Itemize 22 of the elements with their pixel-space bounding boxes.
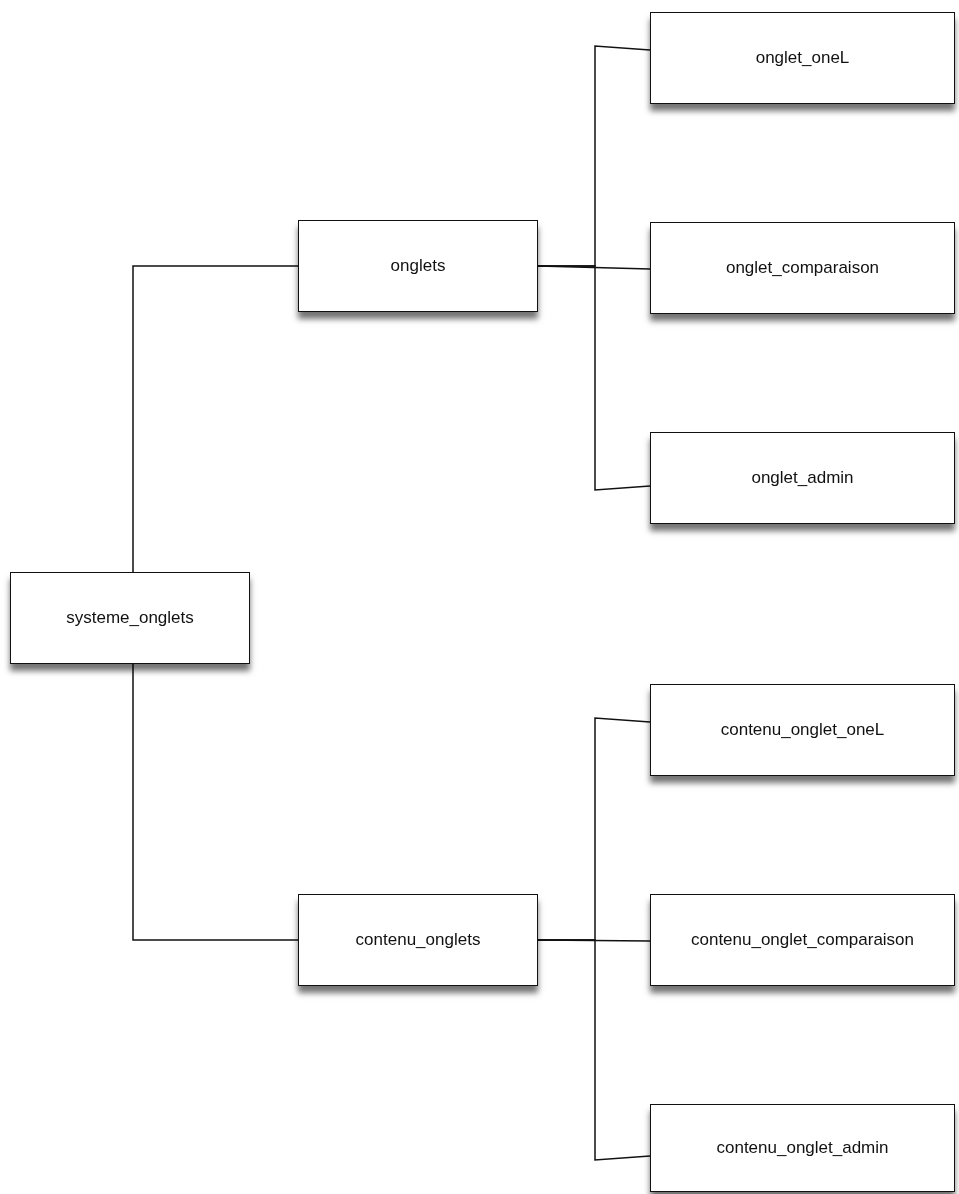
tree-box — [650, 1104, 955, 1192]
tree-box — [650, 12, 955, 104]
node-label: contenu_onglet_admin — [716, 1137, 889, 1159]
tree-box — [298, 894, 538, 986]
node-label: onglet_comparaison — [725, 257, 880, 279]
tree-box — [10, 572, 250, 664]
tree-box — [650, 432, 955, 524]
connector-line — [132, 663, 299, 941]
node-label: systeme_onglets — [66, 607, 194, 629]
tree-box — [650, 894, 955, 986]
node-label: onglet_oneL — [755, 47, 850, 69]
node-label: contenu_onglet_comparaison — [690, 929, 915, 951]
connector-line — [537, 939, 651, 1161]
node-label: onglets — [390, 255, 446, 277]
node-label: onglet_admin — [751, 467, 854, 489]
connector-line — [537, 265, 651, 491]
node-label: contenu_onglet_oneL — [720, 719, 885, 741]
tree-box — [650, 222, 955, 314]
tree-box — [650, 684, 955, 776]
connector-line — [132, 265, 299, 573]
node-label: contenu_onglets — [355, 929, 481, 951]
tree-box — [298, 220, 538, 312]
